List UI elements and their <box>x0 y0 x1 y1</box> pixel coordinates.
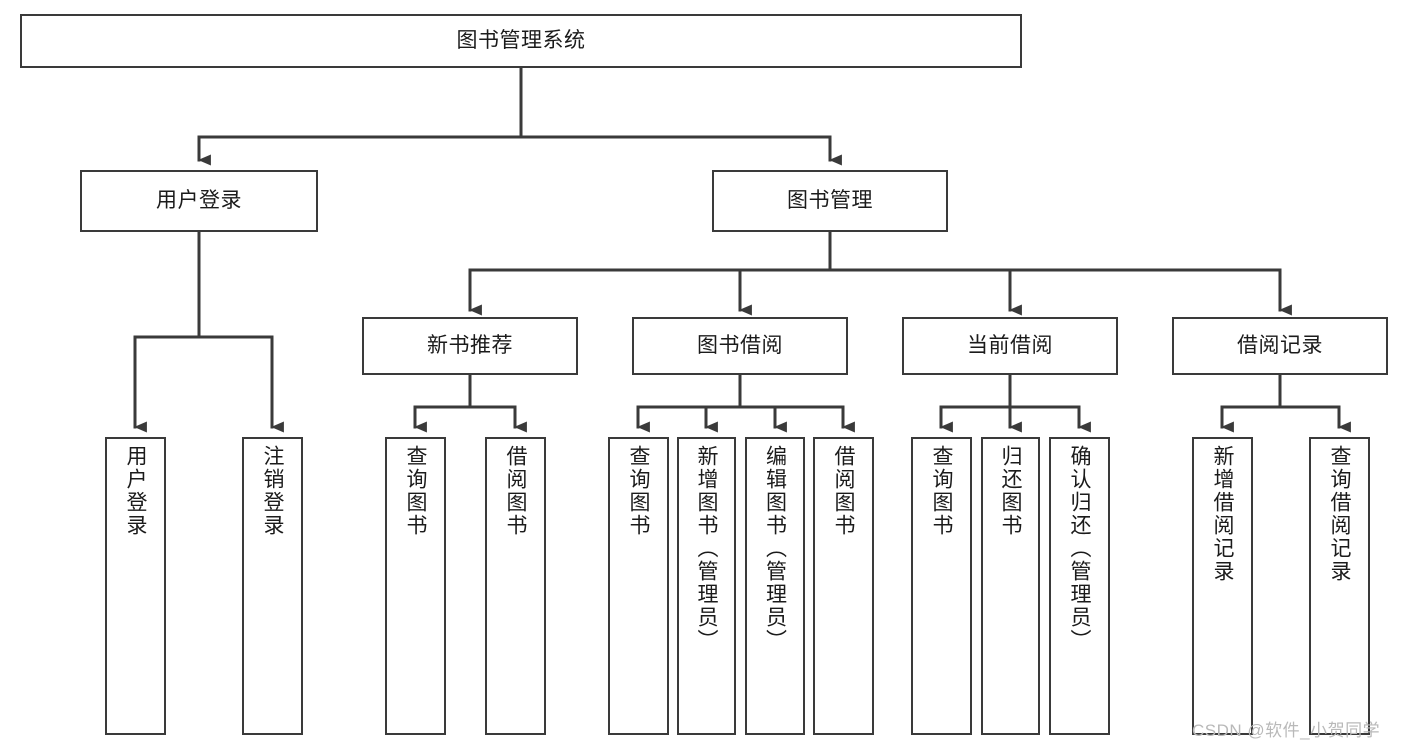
node-label: 查询借阅记录 <box>1328 445 1351 583</box>
node-current-borrow[interactable]: 当前借阅 <box>902 317 1118 375</box>
node-leaf-borrow-book-recommend[interactable]: 借阅图书 <box>485 437 546 735</box>
node-label: 当前借阅 <box>967 333 1053 357</box>
node-label: 查询图书 <box>404 445 427 537</box>
node-leaf-add-book-admin[interactable]: 新增图书（管理员） <box>677 437 736 735</box>
node-leaf-user-login[interactable]: 用户登录 <box>105 437 166 735</box>
csdn-watermark: CSDN @软件_小贺同学 <box>1192 721 1381 740</box>
node-label: 编辑图书（管理员） <box>763 445 787 652</box>
node-leaf-query-borrow-record[interactable]: 查询借阅记录 <box>1309 437 1370 735</box>
node-book-borrow[interactable]: 图书借阅 <box>632 317 848 375</box>
node-user-login[interactable]: 用户登录 <box>80 170 318 232</box>
node-label: 注销登录 <box>261 445 284 537</box>
node-label: 借阅记录 <box>1237 333 1323 357</box>
node-leaf-query-book-current[interactable]: 查询图书 <box>911 437 972 735</box>
node-leaf-confirm-return-admin[interactable]: 确认归还（管理员） <box>1049 437 1110 735</box>
node-leaf-query-book[interactable]: 查询图书 <box>608 437 669 735</box>
node-label: 借阅图书 <box>832 445 855 537</box>
node-label: 确认归还（管理员） <box>1068 445 1091 652</box>
node-label: 新增图书（管理员） <box>695 445 718 652</box>
node-label: 查询图书 <box>930 445 953 537</box>
node-leaf-return-book[interactable]: 归还图书 <box>981 437 1040 735</box>
node-leaf-logout[interactable]: 注销登录 <box>242 437 303 735</box>
node-label: 图书管理 <box>787 188 873 212</box>
node-root-system[interactable]: 图书管理系统 <box>20 14 1022 68</box>
node-label: 图书管理系统 <box>456 28 586 52</box>
node-label: 用户登录 <box>156 188 242 212</box>
node-new-book-recommend[interactable]: 新书推荐 <box>362 317 578 375</box>
node-leaf-add-borrow-record[interactable]: 新增借阅记录 <box>1192 437 1253 735</box>
node-label: 图书借阅 <box>697 333 783 357</box>
node-label: 新书推荐 <box>427 333 513 357</box>
node-leaf-borrow-book[interactable]: 借阅图书 <box>813 437 874 735</box>
node-label: 查询图书 <box>627 445 650 537</box>
node-book-management[interactable]: 图书管理 <box>712 170 948 232</box>
node-label: 归还图书 <box>999 445 1022 537</box>
node-label: 新增借阅记录 <box>1211 445 1234 583</box>
node-leaf-edit-book-admin[interactable]: 编辑图书（管理员） <box>745 437 805 735</box>
node-leaf-query-book-recommend[interactable]: 查询图书 <box>385 437 446 735</box>
node-label: 借阅图书 <box>504 445 527 537</box>
node-label: 用户登录 <box>124 445 147 537</box>
node-borrow-record[interactable]: 借阅记录 <box>1172 317 1388 375</box>
